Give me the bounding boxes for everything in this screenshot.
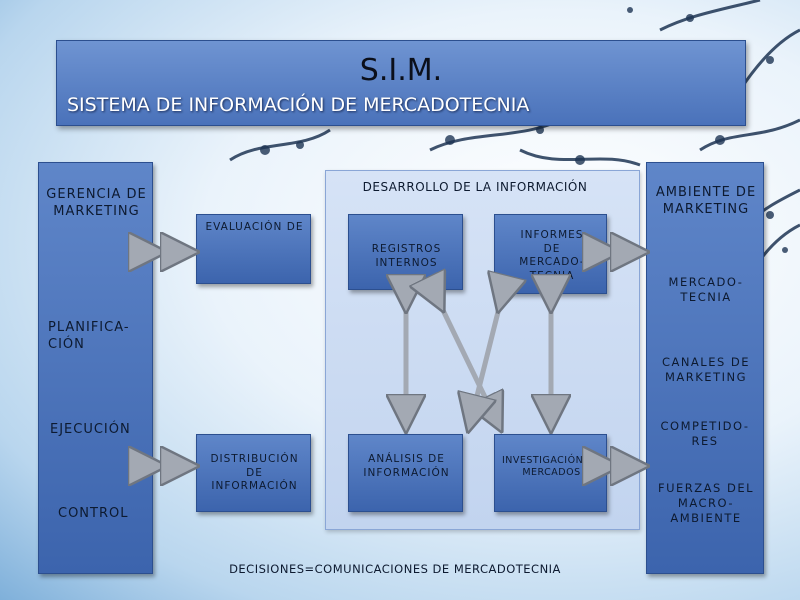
gerencia-column: GERENCIA DE MARKETING (38, 162, 153, 574)
mercadotecnia-label: MERCADO-TECNIA (668, 275, 744, 304)
ambiente-column: AMBIENTE DE MARKETING MERCADO-TECNIA CAN… (646, 162, 764, 574)
evaluacion-box: EVALUACIÓN DE (196, 214, 311, 284)
planificacion-label: PLANIFICA-CIÓN (48, 320, 130, 352)
canales-label: CANALES DE MARKETING (661, 355, 751, 384)
page-title: S.I.M. (359, 53, 443, 88)
distribucion-label: DISTRIBUCIÓN DE INFORMACIÓN (210, 453, 299, 493)
page-subtitle: SISTEMA DE INFORMACIÓN DE MERCADOTECNIA (67, 94, 530, 116)
evaluacion-label: EVALUACIÓN DE (205, 221, 304, 233)
fuerzas-label: FUERZAS DEL MACRO-AMBIENTE (657, 481, 755, 525)
control-label: CONTROL (58, 506, 129, 521)
competidores-label: COMPETIDO-RES (660, 419, 750, 448)
registros-label: REGISTROS INTERNOS (371, 243, 442, 269)
arrow-informes-analisis (470, 304, 500, 424)
title-banner: S.I.M. SISTEMA DE INFORMACIÓN DE MERCADO… (56, 40, 746, 126)
ambiente-label: AMBIENTE DE MARKETING (655, 185, 757, 217)
decisiones-footer: DECISIONES=COMUNICACIONES DE MERCADOTECN… (229, 562, 561, 576)
analisis-box: ANÁLISIS DE INFORMACIÓN (348, 434, 463, 512)
analisis-label: ANÁLISIS DE INFORMACIÓN (363, 453, 450, 479)
ejecucion-label: EJECUCIÓN (50, 422, 131, 437)
investigacion-label: INVESTIGACIÓN DE MERCADOS (501, 455, 602, 479)
distribucion-box: DISTRIBUCIÓN DE INFORMACIÓN (196, 434, 311, 512)
arrow-registros-investigacion (440, 304, 498, 424)
desarrollo-header: DESARROLLO DE LA INFORMACIÓN (362, 180, 588, 194)
gerencia-label: GERENCIA DE MARKETING (46, 187, 147, 219)
